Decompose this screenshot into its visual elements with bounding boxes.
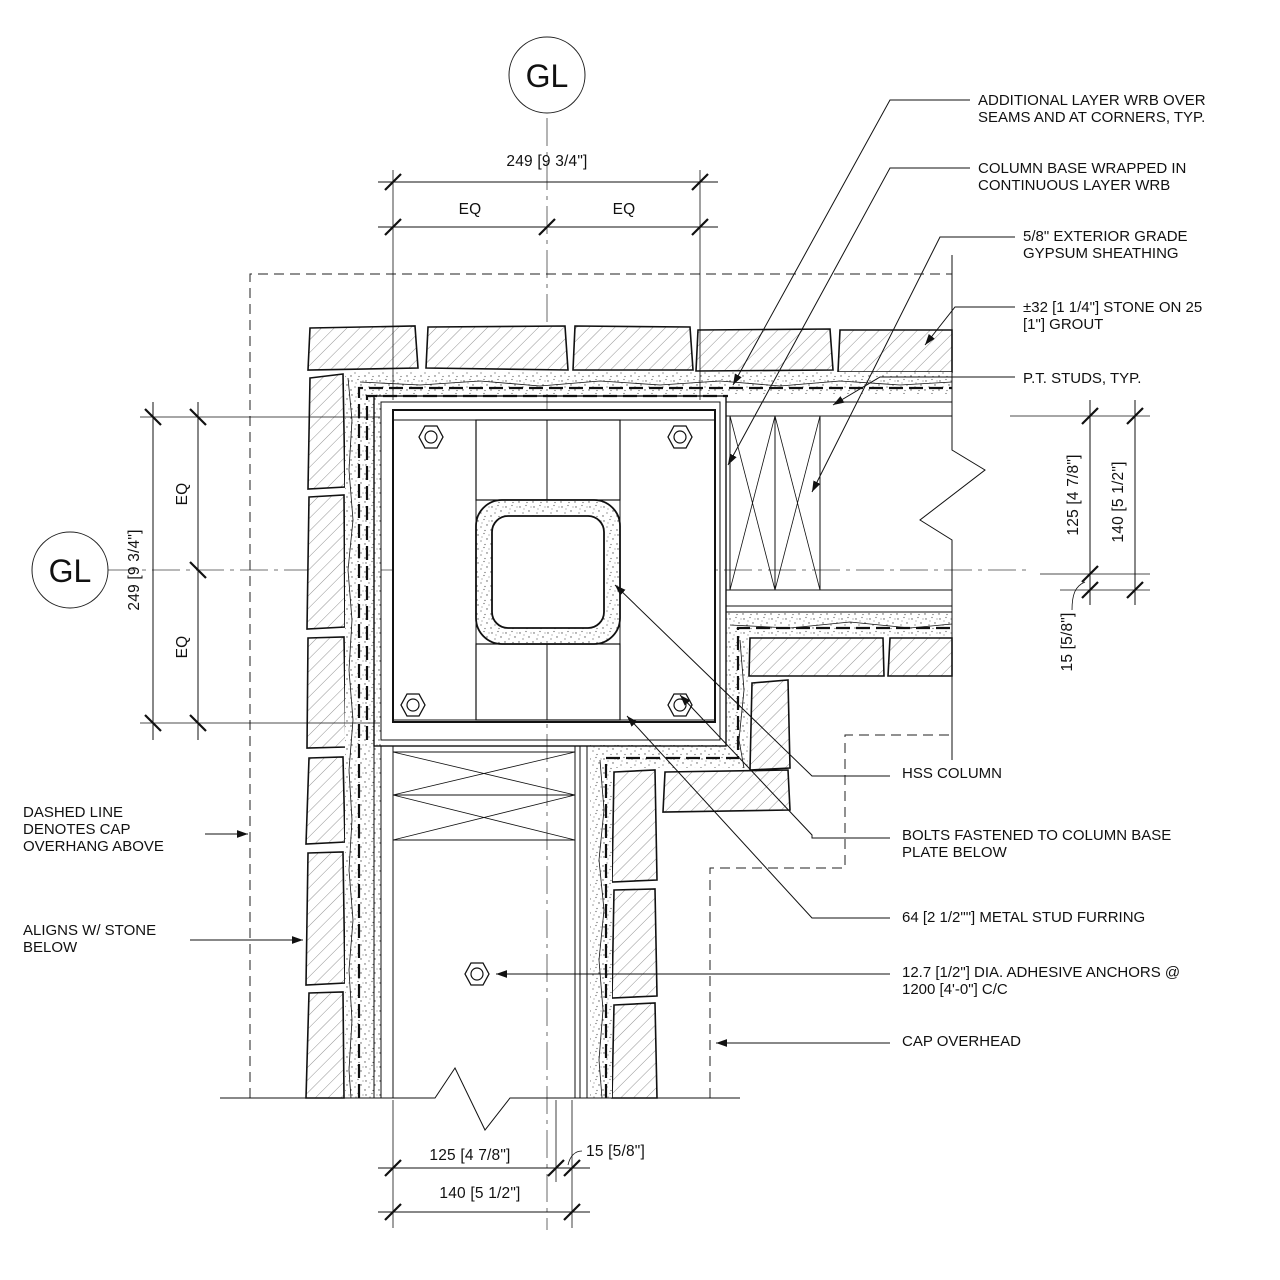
dim-bottom-inner: 125 [4 7/8"]: [429, 1147, 510, 1164]
stone-veneer: [305, 325, 953, 1099]
note-line: P.T. STUDS, TYP.: [1023, 370, 1141, 387]
dim-right-outer: 140 [5 1/2"]: [1110, 461, 1127, 542]
note-line: CONTINUOUS LAYER WRB: [978, 177, 1170, 194]
dim-left-eq-bottom: EQ: [174, 636, 191, 659]
grid-bubble-left: GL: [31, 531, 109, 609]
dimension-top: 249 [9 3/4"] EQ EQ: [378, 153, 718, 400]
grid-bubble-top-label: GL: [526, 58, 569, 94]
note-line: GYPSUM SHEATHING: [1023, 245, 1179, 262]
break-lines: [220, 255, 986, 1131]
note-line: [1"] GROUT: [1023, 316, 1103, 333]
dim-left-eq-top: EQ: [174, 483, 191, 506]
dimension-left: 249 [9 3/4"] EQ EQ: [126, 402, 380, 740]
bolt-icon: [667, 693, 693, 717]
note-line: 64 [2 1/2""] METAL STUD FURRING: [902, 909, 1145, 926]
note-pt-studs: P.T. STUDS, TYP.: [1023, 370, 1141, 387]
note-line: 1200 [4'-0"] C/C: [902, 981, 1008, 998]
note-line: OVERHANG ABOVE: [23, 838, 164, 855]
note-line: ±32 [1 1/4"] STONE ON 25: [1023, 299, 1202, 316]
note-stone-on-grout: ±32 [1 1/4"] STONE ON 25 [1"] GROUT: [1023, 299, 1206, 333]
dim-top-eq-right: EQ: [613, 201, 636, 218]
note-adhesive-anchors: 12.7 [1/2"] DIA. ADHESIVE ANCHORS @ 1200…: [902, 964, 1184, 998]
note-metal-stud-furring: 64 [2 1/2""] METAL STUD FURRING: [902, 909, 1145, 926]
note-dashed-line: DASHED LINE DENOTES CAP OVERHANG ABOVE: [23, 804, 164, 855]
note-aligns-stone: ALIGNS W/ STONE BELOW: [23, 922, 160, 956]
note-line: 5/8" EXTERIOR GRADE: [1023, 228, 1188, 245]
dim-top-eq-left: EQ: [459, 201, 482, 218]
bolt-icon: [418, 425, 444, 449]
notes-left: DASHED LINE DENOTES CAP OVERHANG ABOVE A…: [23, 804, 164, 956]
bolt-icon: [667, 425, 693, 449]
bolt-icon: [400, 693, 426, 717]
note-line: SEAMS AND AT CORNERS, TYP.: [978, 109, 1205, 126]
dimension-bottom: 125 [4 7/8"] 15 [5/8"] 140 [5 1/2"]: [378, 1100, 645, 1228]
note-line: ADDITIONAL LAYER WRB OVER: [978, 92, 1206, 109]
sheathing: [373, 395, 952, 1098]
note-line: BELOW: [23, 939, 78, 956]
note-cap-overhead: CAP OVERHEAD: [902, 1033, 1021, 1050]
note-line: COLUMN BASE WRAPPED IN: [978, 160, 1186, 177]
note-line: ALIGNS W/ STONE: [23, 922, 156, 939]
leaders: [190, 99, 1015, 1047]
note-additional-wrb: ADDITIONAL LAYER WRB OVER SEAMS AND AT C…: [978, 92, 1210, 126]
cap-overhang-outline: [249, 273, 952, 1098]
note-gypsum-sheathing: 5/8" EXTERIOR GRADE GYPSUM SHEATHING: [1023, 228, 1192, 262]
note-line: HSS COLUMN: [902, 765, 1002, 782]
note-line: CAP OVERHEAD: [902, 1033, 1021, 1050]
dim-bottom-outer: 140 [5 1/2"]: [439, 1185, 520, 1202]
notes-right: ADDITIONAL LAYER WRB OVER SEAMS AND AT C…: [902, 92, 1210, 1050]
note-line: BOLTS FASTENED TO COLUMN BASE: [902, 827, 1171, 844]
pt-studs: [392, 415, 821, 1098]
note-column-base-wrb: COLUMN BASE WRAPPED IN CONTINUOUS LAYER …: [978, 160, 1191, 194]
dim-right-gap: 15 [5/8"]: [1059, 612, 1076, 671]
grid-bubble-top: GL: [508, 36, 586, 114]
note-line: DASHED LINE: [23, 804, 123, 821]
note-line: DENOTES CAP: [23, 821, 131, 838]
grid-bubble-left-label: GL: [49, 553, 92, 589]
adhesive-anchor-icon: [464, 962, 490, 986]
note-line: 12.7 [1/2"] DIA. ADHESIVE ANCHORS @: [902, 964, 1180, 981]
note-bolts: BOLTS FASTENED TO COLUMN BASE PLATE BELO…: [902, 827, 1175, 861]
dim-right-inner: 125 [4 7/8"]: [1065, 454, 1082, 535]
hss-column: [475, 499, 621, 645]
dim-top-overall: 249 [9 3/4"]: [506, 153, 587, 170]
note-hss-column: HSS COLUMN: [902, 765, 1002, 782]
dimension-right: 125 [4 7/8"] 140 [5 1/2"] 15 [5/8"]: [1010, 400, 1150, 672]
dim-left-overall: 249 [9 3/4"]: [126, 529, 143, 610]
note-line: PLATE BELOW: [902, 844, 1008, 861]
dim-bottom-gap: 15 [5/8"]: [586, 1143, 645, 1160]
